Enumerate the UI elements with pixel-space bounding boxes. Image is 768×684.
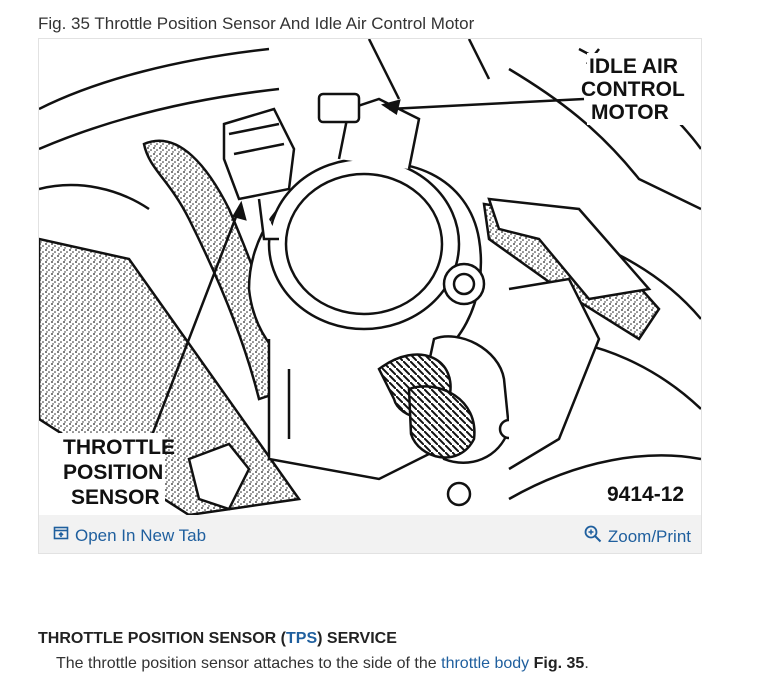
open-new-tab-icon: [53, 525, 69, 546]
heading-text-post: ) SERVICE: [317, 630, 397, 647]
section-heading: THROTTLE POSITION SENSOR (TPS) SERVICE: [38, 630, 397, 648]
open-in-new-tab-label: Open In New Tab: [75, 525, 207, 545]
part-number: 9414-12: [607, 483, 684, 506]
section-body: The throttle position sensor attaches to…: [56, 655, 589, 673]
figure-container: IDLE AIR CONTROL MOTOR THROTTLE POSITION…: [38, 38, 702, 554]
figure-caption: Fig. 35 Throttle Position Sensor And Idl…: [38, 14, 475, 33]
throttle-body-illustration: IDLE AIR CONTROL MOTOR THROTTLE POSITION…: [39, 39, 701, 515]
label-idle-air: IDLE AIR: [589, 55, 678, 78]
zoom-magnifier-icon: [584, 525, 602, 548]
figure-toolbar: Open In New Tab Zoom/Print: [39, 515, 701, 553]
label-sensor: SENSOR: [71, 486, 160, 509]
zoom-print-label: Zoom/Print: [607, 526, 691, 546]
label-motor: MOTOR: [591, 101, 669, 124]
label-position: POSITION: [63, 461, 163, 484]
zoom-print-button[interactable]: Zoom/Print: [584, 525, 691, 548]
label-throttle: THROTTLE: [63, 436, 175, 459]
body-text-pre: The throttle position sensor attaches to…: [56, 655, 442, 672]
figure-diagram: IDLE AIR CONTROL MOTOR THROTTLE POSITION…: [39, 39, 701, 515]
label-control: CONTROL: [581, 78, 685, 101]
throttle-body-link[interactable]: throttle body: [441, 655, 530, 672]
open-in-new-tab-button[interactable]: Open In New Tab: [53, 525, 206, 546]
tps-link[interactable]: TPS: [286, 630, 318, 647]
figure-reference: Fig. 35: [533, 655, 585, 672]
heading-text-pre: THROTTLE POSITION SENSOR (: [38, 630, 287, 647]
body-text-end: .: [584, 655, 589, 672]
